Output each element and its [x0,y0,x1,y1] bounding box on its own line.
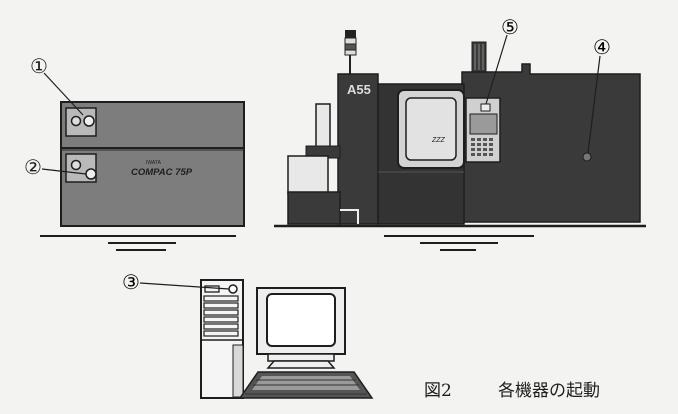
callout-5: ⑤ 5 [485,15,519,105]
callout-4: ④ 4 [587,35,611,154]
machining-center: ZZZ A55 [274,30,646,251]
main-breaker-switch[interactable] [582,152,592,162]
cnc-screen [469,113,498,135]
svg-text:④: ④ [593,35,611,59]
power-switch-1[interactable] [83,115,95,127]
figure-title: 各機器の起動 [498,381,600,401]
gauge-icon [70,159,82,171]
pc-power-button[interactable] [228,284,238,294]
callout-3: ③ 3 [122,270,230,294]
gauge-icon [70,115,82,127]
svg-text:①: ① [30,54,48,78]
panel-mark: ZZZ [431,137,446,144]
svg-text:⑤: ⑤ [501,15,519,39]
pc-monitor-screen [266,293,336,347]
cnc-power-button[interactable] [480,103,491,112]
compressor-model-label: COMPAC 75P [131,167,193,178]
figure-caption: 図2 各機器の起動 [424,376,600,401]
callout-1: ① 1 [30,54,84,116]
signal-tower [345,30,356,38]
svg-text:②: ② [24,155,42,179]
compressor-brand: IWATA [146,160,162,166]
chip-conveyor [287,155,329,195]
figure-number: 図2 [424,381,452,401]
machine-model-badge: A55 [347,82,371,97]
air-compressor: IWATA COMPAC 75P [40,101,245,251]
personal-computer [200,279,374,399]
cnc-keypad [471,138,493,156]
svg-text:③: ③ [122,270,140,294]
power-switch-2[interactable] [85,168,97,180]
callout-2: ② 2 [24,155,87,179]
